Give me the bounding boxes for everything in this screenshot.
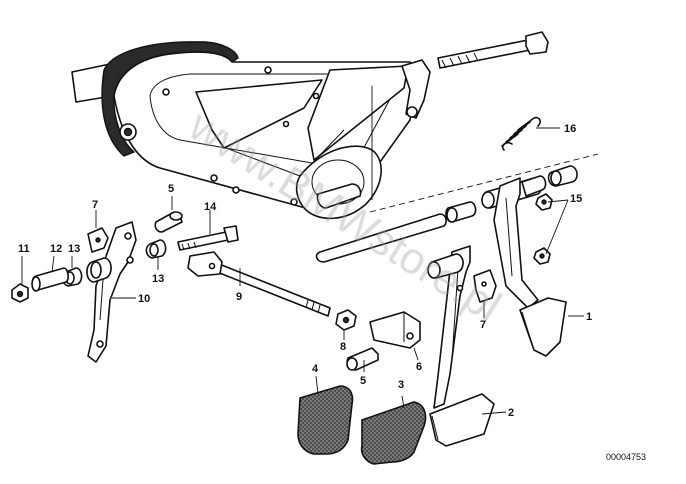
callout-8: 8 (340, 341, 346, 353)
bushing (86, 257, 112, 283)
bushing (145, 239, 167, 259)
brake-pedal (427, 245, 495, 447)
callout-4: 4 (312, 363, 319, 375)
callout-7-right: 7 (480, 319, 486, 331)
clevis-pin (346, 347, 379, 371)
lever-axle (31, 267, 69, 292)
callout-16: 16 (564, 123, 576, 135)
callout-10: 10 (138, 293, 150, 305)
pedal-shaft (315, 165, 578, 263)
callout-11: 11 (18, 243, 30, 255)
callout-labels: 1 2 3 4 5 5 6 7 7 8 9 10 11 12 13 13 14 … (18, 123, 592, 419)
long-bolt (437, 31, 549, 69)
clutch-pedal (493, 177, 567, 357)
reference-code: 00004753 (606, 452, 646, 462)
pedal-stop-nut (533, 193, 553, 265)
callout-6: 6 (416, 361, 422, 373)
pushrod-fork (187, 251, 223, 277)
callout-12: 12 (50, 243, 62, 255)
hex-nut (11, 283, 29, 303)
retaining-clip (87, 227, 109, 253)
clevis-pin (154, 211, 183, 233)
callout-13-left: 13 (68, 243, 80, 255)
pushrod-clevis (369, 311, 421, 349)
leader-lines (21, 127, 584, 415)
callout-15: 15 (570, 193, 582, 205)
pedal-bracket-housing (71, 41, 431, 220)
callout-5-upper: 5 (168, 183, 174, 195)
callout-5-lower: 5 (360, 375, 366, 387)
retaining-clip (456, 269, 497, 303)
callout-14: 14 (204, 201, 217, 213)
callout-9: 9 (236, 291, 242, 303)
callout-1: 1 (586, 311, 592, 323)
pivot-bolt (177, 225, 239, 251)
return-spring (501, 116, 541, 151)
pushrod (211, 261, 331, 317)
brake-pedal-pad (360, 401, 427, 465)
clutch-pedal-pad (297, 385, 354, 455)
lever-bracket (87, 221, 137, 363)
callout-2: 2 (508, 407, 514, 419)
lock-nut (335, 309, 357, 331)
callout-3: 3 (398, 379, 404, 391)
callout-13-right: 13 (152, 273, 164, 285)
callout-7-left: 7 (92, 199, 98, 211)
